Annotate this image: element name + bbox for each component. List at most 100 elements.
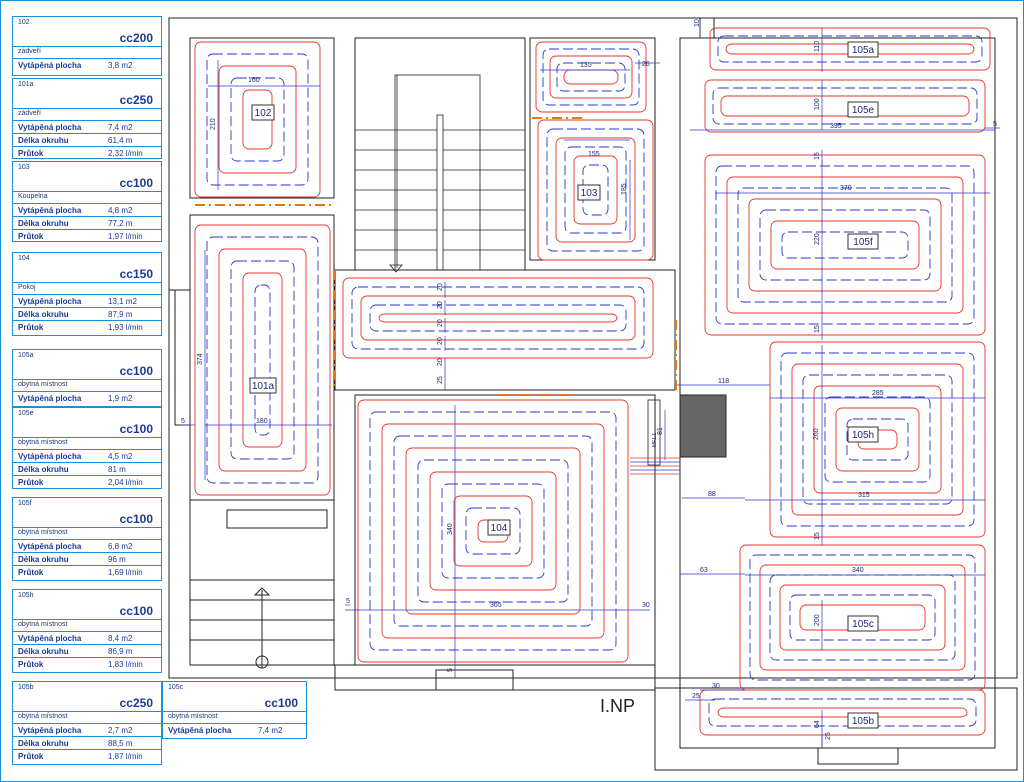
pipe-supply	[537, 119, 654, 261]
pipe-return	[393, 435, 593, 627]
dimension-label: 260	[813, 428, 820, 440]
dimension-label: 26	[642, 61, 650, 68]
pipe-supply	[573, 155, 618, 225]
distribution-pipes	[195, 117, 677, 396]
room-label-104: 104	[491, 523, 508, 534]
loop-103-top	[535, 41, 647, 113]
legend-value: 2,04 l/min	[108, 478, 143, 487]
legend-key: Vytápěná plocha	[18, 297, 82, 306]
pipe-return	[749, 554, 976, 681]
legend-spacing: cc100	[119, 604, 153, 618]
pipe-return	[781, 231, 909, 259]
dimension-label: 15	[814, 152, 821, 160]
legend-value: 13,1 m2	[108, 297, 137, 306]
loop-105f	[704, 154, 986, 336]
legend-key: Průtok	[18, 149, 44, 158]
pipe-supply	[555, 137, 636, 243]
dimension-label: 5	[346, 598, 350, 605]
divider	[13, 46, 161, 47]
dimension-label: 365	[490, 602, 502, 609]
walls	[168, 17, 1018, 771]
legend-spacing: cc100	[119, 176, 153, 190]
legend-room-type: Koupelna	[18, 193, 48, 200]
loop-stair-corridor	[342, 277, 654, 359]
pipe-supply	[563, 69, 619, 85]
pipe-return	[206, 236, 319, 484]
legend-value: 1,87 l/min	[108, 752, 143, 761]
pipe-supply	[194, 41, 321, 198]
room-label-105a: 105a	[852, 45, 875, 56]
pipe-supply	[704, 154, 986, 336]
pipe-supply	[717, 707, 968, 718]
legend-key: Vytápěná plocha	[18, 206, 82, 215]
pipe-return	[802, 374, 953, 505]
loop-105b	[699, 689, 986, 736]
pipe-return	[441, 483, 545, 579]
dimension-label: 135	[580, 62, 592, 69]
legend-id: 105a	[18, 352, 34, 359]
legend-value: 86,9 m	[108, 647, 133, 656]
legend-id: 103	[18, 164, 30, 171]
loop-105c	[739, 544, 986, 691]
legend-key: Průtok	[18, 752, 44, 761]
loop-102	[194, 41, 321, 198]
legend-value: 2,7 m2	[108, 726, 133, 735]
dimension-label: 315	[858, 492, 870, 499]
legend-value: 61,4 m	[108, 136, 133, 145]
pipe-return	[230, 77, 285, 162]
legend-key: Vytápěná plocha	[18, 634, 82, 643]
divider	[13, 711, 161, 712]
legend-key: Vytápěná plocha	[18, 123, 82, 132]
legend-spacing: cc100	[119, 364, 153, 378]
dimension-label: 340	[447, 523, 454, 535]
legend-key: Průtok	[18, 660, 44, 669]
dimension-label: 15	[814, 325, 821, 333]
pipe-supply	[242, 272, 283, 448]
legend-key: Vytápěná plocha	[18, 542, 82, 551]
legend-key: Vytápěná plocha	[18, 394, 82, 403]
dimension-label: 88	[708, 491, 716, 498]
heating-loops	[194, 27, 991, 736]
room-label-103: 103	[581, 188, 598, 199]
divider	[163, 711, 306, 712]
legend-room-type: Pokoj	[18, 284, 36, 291]
pipe-return	[712, 87, 978, 125]
legend-key: Průtok	[18, 568, 44, 577]
pipe-supply	[429, 471, 557, 591]
pipe-supply	[704, 79, 986, 133]
divider	[13, 379, 161, 380]
legend-id: 101a	[18, 81, 34, 88]
pipe-supply	[549, 55, 633, 99]
legend-value: 1,97 l/min	[108, 232, 143, 241]
legend-room-type: obytná místnost	[18, 439, 68, 446]
room-label-105f: 105f	[853, 237, 873, 248]
legend-value: 77,2 m	[108, 219, 133, 228]
pipe-supply	[779, 584, 946, 651]
dimension-label: 180	[256, 418, 268, 425]
legend-key: Délka okruhu	[18, 739, 69, 748]
legend-value: 96 m	[108, 555, 126, 564]
dimension-label: 20	[437, 358, 444, 366]
loop-105e	[704, 79, 986, 133]
pipe-supply	[194, 224, 331, 496]
pipe-supply	[453, 495, 533, 567]
dimension-label: 5	[181, 418, 185, 425]
room-label-105e: 105e	[852, 105, 875, 116]
pipe-supply	[813, 385, 942, 494]
dimension-label: 64	[814, 720, 821, 728]
pipe-supply	[748, 198, 942, 292]
